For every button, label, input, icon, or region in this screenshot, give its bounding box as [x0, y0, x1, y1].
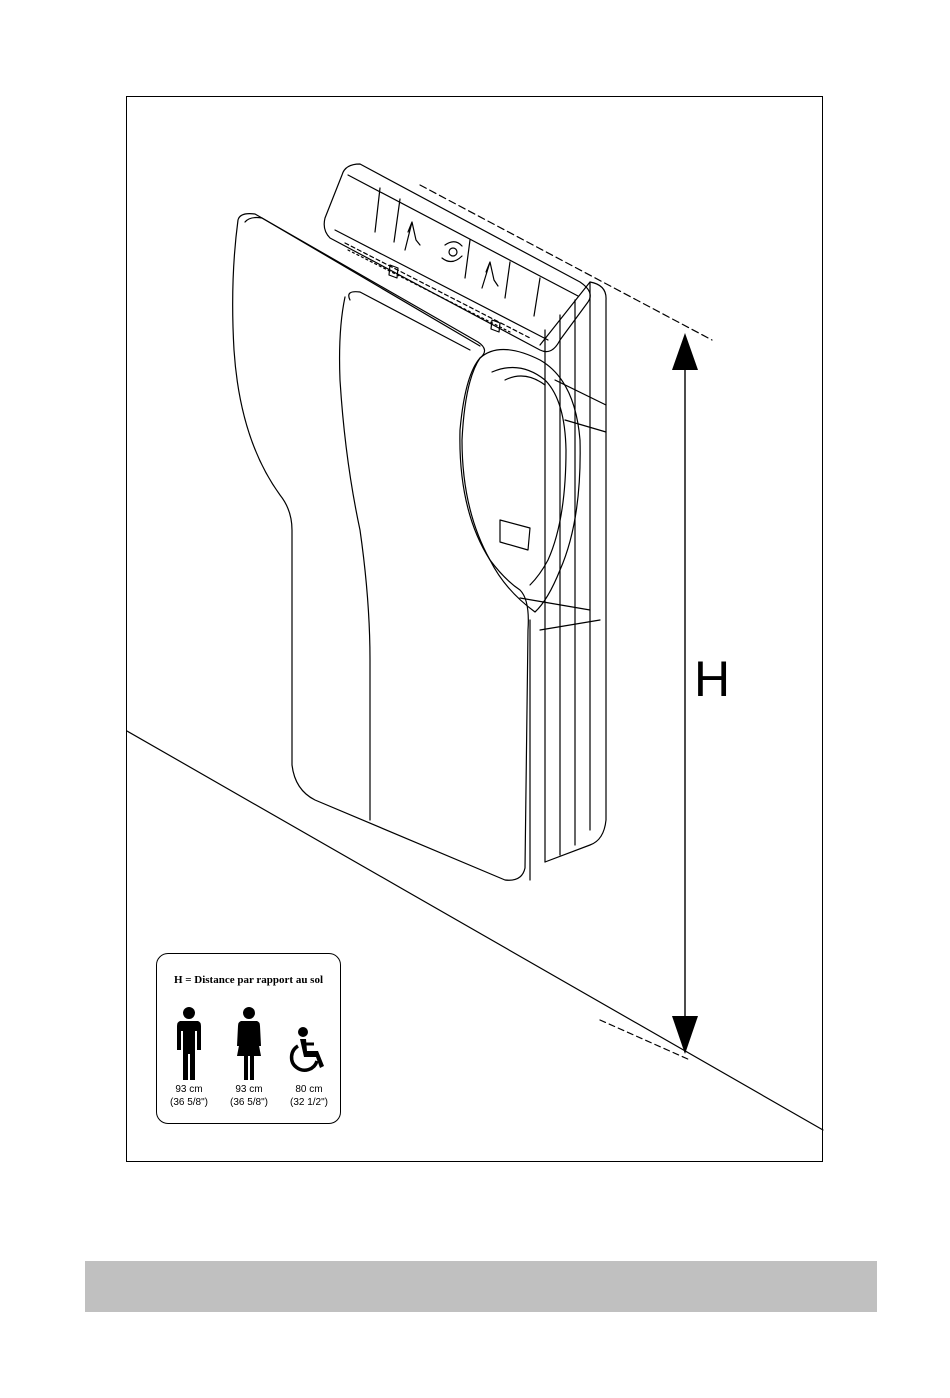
- dimension-arrow-bottom: [672, 1016, 698, 1054]
- wheelchair-height-cm: 80 cm: [279, 1084, 339, 1095]
- back-plate: [540, 282, 606, 862]
- dimension-label: H: [694, 654, 730, 704]
- woman-height-cm: 93 cm: [219, 1084, 279, 1095]
- legend-figure-wheelchair: 80 cm (32 1/2"): [279, 1006, 339, 1108]
- dimension-arrow-top: [672, 333, 698, 370]
- man-icon: [174, 1006, 204, 1082]
- legend-figure-man: 93 cm (36 5/8"): [159, 1006, 219, 1108]
- man-height-cm: 93 cm: [159, 1084, 219, 1095]
- wheelchair-height-in: (32 1/2"): [279, 1097, 339, 1108]
- woman-height-in: (36 5/8"): [219, 1097, 279, 1108]
- man-height-in: (36 5/8"): [159, 1097, 219, 1108]
- top-reference-line: [420, 185, 712, 340]
- sensor-head: [324, 164, 590, 352]
- legend-title: H = Distance par rapport au sol: [157, 974, 340, 986]
- hand-cavity: [462, 349, 580, 612]
- footer-bar: [85, 1261, 877, 1312]
- dryer-body: [233, 214, 529, 881]
- legend-figure-woman: 93 cm (36 5/8"): [219, 1006, 279, 1108]
- wheelchair-icon: [286, 1006, 332, 1082]
- height-legend-box: H = Distance par rapport au sol 93 cm (3…: [156, 953, 341, 1124]
- woman-icon: [234, 1006, 264, 1082]
